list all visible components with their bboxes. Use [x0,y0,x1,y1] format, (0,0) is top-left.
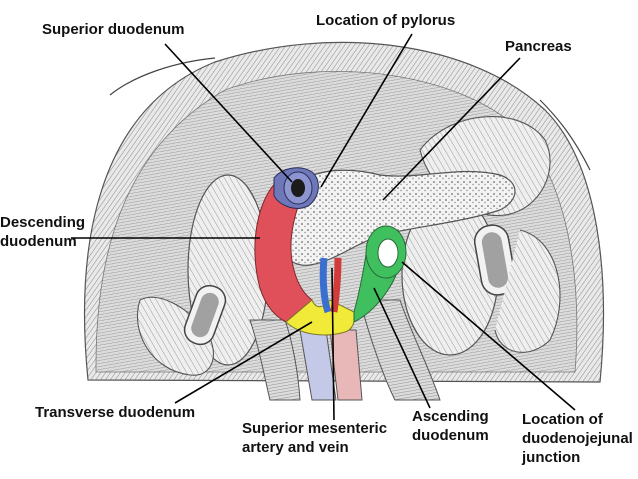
leader-pylorus [320,33,413,188]
leader-ascending [373,287,431,409]
label-location-of-pylorus: Location of pylorus [316,12,456,29]
leader-lines [71,33,576,421]
label-ascending-line-2: duodenum [412,427,489,444]
label-superior-duodenum: Superior duodenum [42,21,185,38]
label-transverse-duodenum: Transverse duodenum [35,404,196,421]
pancreas [277,169,516,266]
label-descending-duodenum: Descending duodenum [0,213,85,251]
leader-pancreas [382,57,521,201]
label-dj-line-3: junction [522,449,581,466]
label-pancreas: Pancreas [505,38,572,55]
label-ascending-duodenum: Ascending duodenum [412,407,489,445]
label-descending-line-1: Descending [0,214,86,231]
label-descending-line-2: duodenum [0,233,77,250]
colon-segments [136,224,561,376]
label-ascending-line-1: Ascending [412,408,489,425]
label-sma-line-1: Superior mesenteric [242,420,388,437]
ascending-duodenum [353,225,407,323]
superior-duodenum [273,167,319,209]
label-superior-mesenteric-artery-and-vein: Superior mesenteric artery and vein [242,419,387,457]
label-dj-line-2: duodenojejunal [522,430,633,447]
leader-dj-junction [401,261,576,411]
superior-mesenteric-vessels [319,257,342,314]
label-duodenojejunal-junction: Location of duodenojejunal junction [522,410,633,467]
leader-superior-duodenum [164,43,293,183]
leader-sma [331,267,335,421]
label-dj-line-1: Location of [522,411,603,428]
great-vessels [299,329,363,401]
label-sma-line-2: artery and vein [242,439,349,456]
leader-transverse [174,321,313,404]
